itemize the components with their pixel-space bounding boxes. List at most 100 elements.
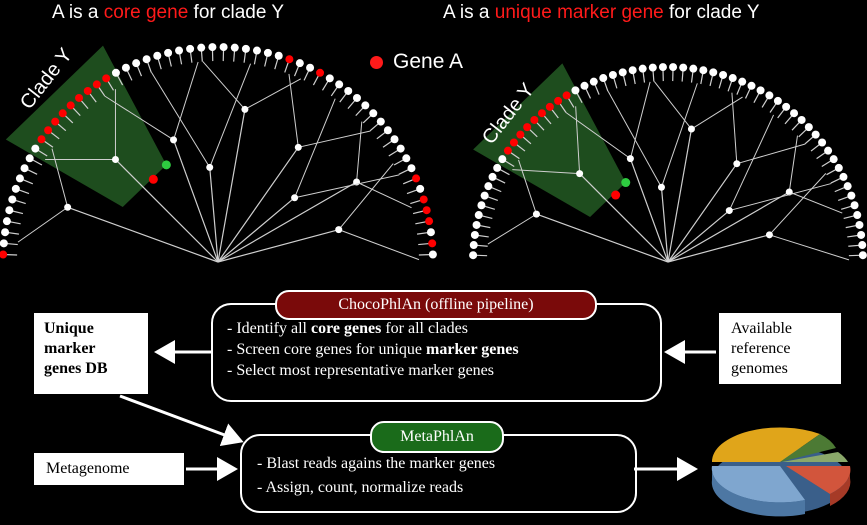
leaf-node <box>306 63 315 72</box>
leaf-node <box>274 51 283 60</box>
leaf-node <box>208 43 217 52</box>
leaf-node <box>857 230 866 239</box>
leaf-node <box>241 44 250 53</box>
leaf-node <box>728 74 737 83</box>
leaf-node <box>804 123 813 132</box>
leaf-node <box>325 74 334 83</box>
leaf-node <box>407 164 416 173</box>
internal-node <box>733 160 741 168</box>
leaf-node <box>516 130 525 139</box>
leaf-node <box>164 48 173 57</box>
leaf-node <box>295 59 304 68</box>
leaf-node <box>738 77 747 86</box>
leaf-node <box>847 191 856 200</box>
leaf-node <box>426 228 435 237</box>
clade-y-wedge <box>5 45 167 207</box>
leaf-node <box>790 109 799 118</box>
metaphlan-step-1: - Blast reads agains the marker genes <box>257 455 496 472</box>
leaf-node <box>618 68 627 77</box>
leaf-node <box>428 250 437 259</box>
right-panel-title: A is a unique marker gene for clade Y <box>443 2 760 23</box>
leaf-node <box>186 44 195 53</box>
leaf-node <box>839 172 848 181</box>
internal-node <box>687 125 695 133</box>
leaf-node <box>1 228 10 237</box>
left-panel-title: A is a core gene for clade Y <box>52 2 285 23</box>
leaf-node <box>428 239 437 248</box>
leaf-node <box>756 86 765 95</box>
leaf-node <box>352 93 361 102</box>
leaf-node <box>782 102 791 111</box>
leaf-node <box>8 195 17 204</box>
leaf-node <box>31 144 40 153</box>
leaf-node <box>361 101 370 110</box>
leaf-node <box>811 130 820 139</box>
internal-node <box>64 203 72 211</box>
unique-marker-genes-db-box: Unique marker genes DB <box>33 312 149 395</box>
leaf-node <box>537 109 546 118</box>
internal-node <box>765 231 773 239</box>
leaf-node <box>37 135 46 144</box>
internal-node <box>335 226 343 234</box>
leaf-node <box>51 117 60 126</box>
leaf-node <box>83 86 92 95</box>
leaf-node <box>412 174 421 183</box>
leaf-node <box>503 146 512 155</box>
leaf-node <box>580 81 589 90</box>
metagenome-box: Metagenome <box>33 452 185 486</box>
legend-label: Gene A <box>393 50 464 73</box>
internal-node <box>626 155 634 163</box>
leaf-node <box>197 43 206 52</box>
leaf-node <box>111 68 120 77</box>
leaf-node <box>470 230 479 239</box>
leaf-node <box>498 155 507 164</box>
leaf-node <box>132 59 141 68</box>
db-line-2: marker <box>44 340 96 357</box>
leaf-node <box>599 74 608 83</box>
leaf-node <box>422 206 431 215</box>
red-internal-node <box>611 190 621 200</box>
pie-chart-icon <box>711 427 851 517</box>
leaf-node <box>523 123 532 132</box>
leaf-node <box>175 46 184 55</box>
leaf-node <box>709 68 718 77</box>
leaf-node <box>765 91 774 100</box>
leaf-node <box>530 115 539 124</box>
reference-genomes-box: Available reference genomes <box>718 312 842 385</box>
leaf-node <box>472 220 481 229</box>
arrow-db-to-metaphlan <box>119 394 244 447</box>
leaf-node <box>58 109 67 118</box>
leaf-node <box>658 63 667 72</box>
leaf-node <box>469 241 478 250</box>
leaf-node <box>480 191 489 200</box>
leaf-node <box>369 109 378 118</box>
internal-node <box>170 136 178 144</box>
leaf-node <box>219 43 228 52</box>
internal-node <box>241 105 249 113</box>
leaf-node <box>376 117 385 126</box>
left-tree <box>0 43 437 263</box>
leaf-node <box>648 63 657 72</box>
db-line-3: genes DB <box>44 360 108 377</box>
leaf-node <box>5 206 14 215</box>
leaf-node <box>153 51 162 60</box>
leaf-node <box>554 96 563 105</box>
leaf-node <box>75 93 84 102</box>
leaf-node <box>608 70 617 79</box>
leaf-node <box>121 63 130 72</box>
leaf-node <box>416 184 425 193</box>
leaf-node <box>589 77 598 86</box>
chocophlan-step-3: - Select most representative marker gene… <box>227 362 494 379</box>
leaf-node <box>858 251 867 260</box>
leaf-node <box>858 241 867 250</box>
clade-y-wedge <box>473 63 626 217</box>
internal-node <box>576 170 584 178</box>
legend-red-dot <box>370 56 383 69</box>
leaf-node <box>853 211 862 220</box>
ref-line-1: Available <box>731 320 793 337</box>
right-tree <box>469 63 867 263</box>
leaf-node <box>818 138 827 147</box>
metaphlan-title: MetaPhlAn <box>370 421 504 453</box>
leaf-node <box>66 101 75 110</box>
leaf-node <box>344 86 353 95</box>
